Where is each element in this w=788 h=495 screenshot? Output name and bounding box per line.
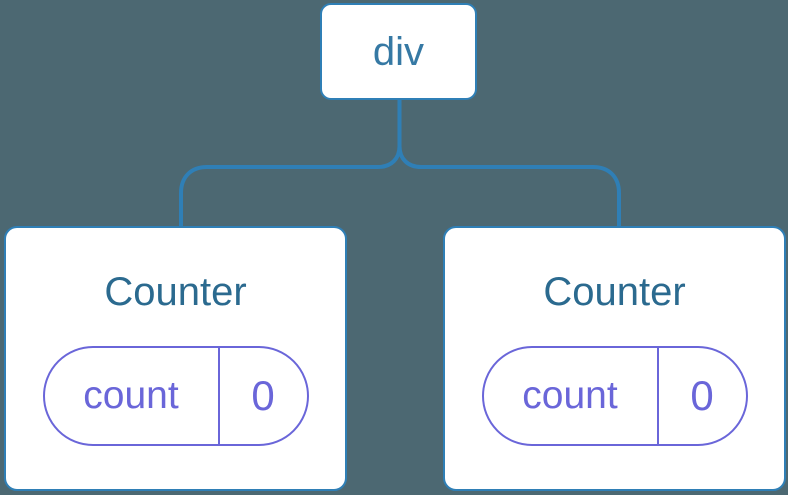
state-key-label: count xyxy=(45,348,220,444)
state-key-label: count xyxy=(484,348,659,444)
state-value: 0 xyxy=(690,372,714,419)
counter-card-left-title: Counter xyxy=(104,270,247,314)
state-pill: count 0 xyxy=(481,346,748,446)
state-pill: count 0 xyxy=(42,346,309,446)
counter-card-left: Counter count 0 xyxy=(4,226,347,491)
connector-left-branch xyxy=(179,145,402,227)
counter-card-right: Counter count 0 xyxy=(443,226,786,491)
state-value: 0 xyxy=(251,372,275,419)
counter-card-right-title: Counter xyxy=(543,270,686,314)
root-node: div xyxy=(320,3,477,100)
connector-right-branch xyxy=(397,145,621,227)
root-node-label: div xyxy=(372,29,425,74)
